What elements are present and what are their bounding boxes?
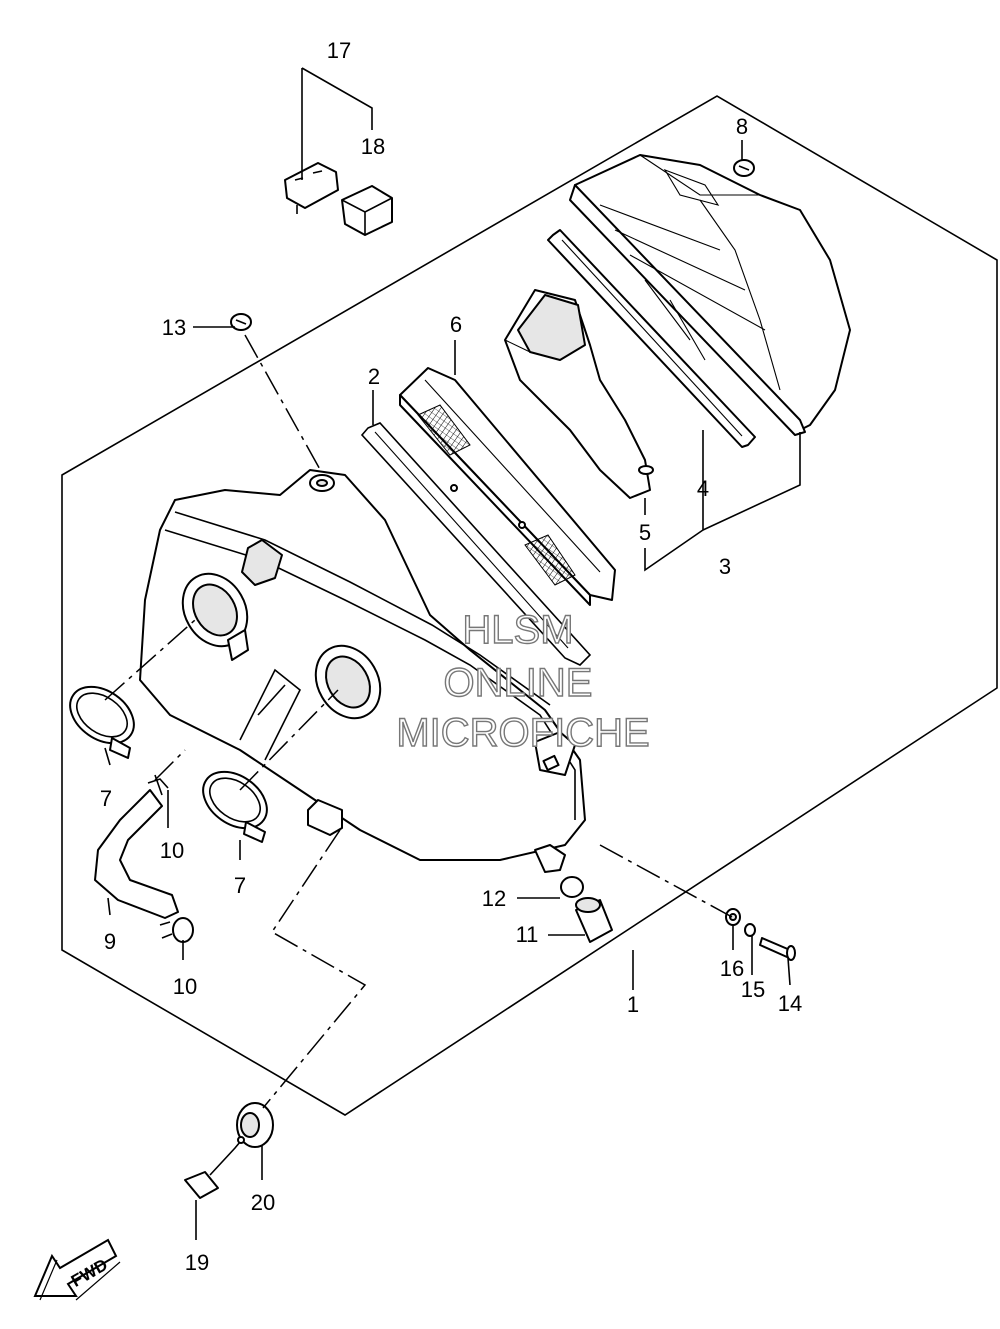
callout-13: 13 bbox=[162, 315, 186, 340]
screw-13-illustration bbox=[230, 313, 252, 331]
alignment-line bbox=[599, 844, 733, 918]
alignment-line bbox=[244, 334, 323, 474]
watermark: HLSM ONLINE MICROFICHE bbox=[396, 607, 651, 755]
sensor-cover-illustration bbox=[341, 185, 393, 236]
screw-8-illustration bbox=[733, 159, 755, 177]
callout-10-upper: 10 bbox=[160, 838, 184, 863]
callout-18: 18 bbox=[361, 134, 385, 159]
air-cleaner-case-illustration bbox=[139, 469, 586, 873]
callout-16: 16 bbox=[720, 956, 744, 981]
clamp-upper-illustration bbox=[69, 685, 135, 759]
hose-clip-lower-illustration bbox=[159, 917, 194, 943]
cap-seal-illustration bbox=[547, 229, 756, 448]
callout-10-lower: 10 bbox=[173, 974, 197, 999]
alignment-line bbox=[154, 749, 186, 781]
watermark-line-2: ONLINE bbox=[444, 661, 593, 705]
sensor-illustration bbox=[284, 162, 339, 214]
drain-cap-illustration bbox=[560, 876, 584, 898]
bottom-grommet-illustration bbox=[236, 1102, 274, 1148]
callout-7-upper: 7 bbox=[100, 786, 112, 811]
air-filter-illustration bbox=[399, 367, 616, 606]
grommet-illustration bbox=[725, 908, 741, 926]
bolt-illustration bbox=[759, 937, 796, 961]
callout-1: 1 bbox=[627, 992, 639, 1017]
callout-3: 3 bbox=[719, 554, 731, 579]
drain-hose-illustration bbox=[94, 789, 179, 919]
callout-9: 9 bbox=[104, 929, 116, 954]
clamp-lower-illustration bbox=[202, 770, 268, 843]
fwd-arrow-icon: FWD bbox=[33, 1238, 121, 1301]
leader-lines bbox=[104, 67, 801, 1240]
alignment-line bbox=[239, 689, 339, 791]
drain-plug-illustration bbox=[575, 897, 613, 943]
callout-11: 11 bbox=[516, 922, 539, 947]
callout-labels: 1 2 3 4 5 6 7 7 8 9 10 10 11 12 13 14 15… bbox=[100, 38, 802, 1275]
watermark-line-3: MICROFICHE bbox=[396, 711, 649, 755]
assembly-boundary bbox=[61, 95, 998, 1116]
callout-19: 19 bbox=[185, 1250, 209, 1275]
bottom-sensor-illustration bbox=[184, 1136, 245, 1199]
callout-14: 14 bbox=[778, 991, 802, 1016]
element-seal-illustration bbox=[360, 422, 592, 666]
alignment-line bbox=[104, 619, 196, 701]
air-cleaner-cap-illustration bbox=[569, 154, 851, 436]
callout-15: 15 bbox=[741, 977, 765, 1002]
callout-2: 2 bbox=[368, 364, 380, 389]
callout-8: 8 bbox=[736, 114, 748, 139]
callout-5: 5 bbox=[639, 520, 651, 545]
watermark-line-1: HLSM bbox=[462, 608, 573, 652]
callout-7-lower: 7 bbox=[234, 873, 246, 898]
callout-12: 12 bbox=[482, 886, 506, 911]
callout-20: 20 bbox=[251, 1190, 275, 1215]
callout-4: 4 bbox=[697, 476, 709, 501]
callout-17: 17 bbox=[327, 38, 351, 63]
intake-duct-illustration bbox=[504, 289, 654, 499]
callout-6: 6 bbox=[450, 312, 462, 337]
alignment-line bbox=[262, 829, 367, 1109]
washer-illustration bbox=[744, 923, 756, 937]
